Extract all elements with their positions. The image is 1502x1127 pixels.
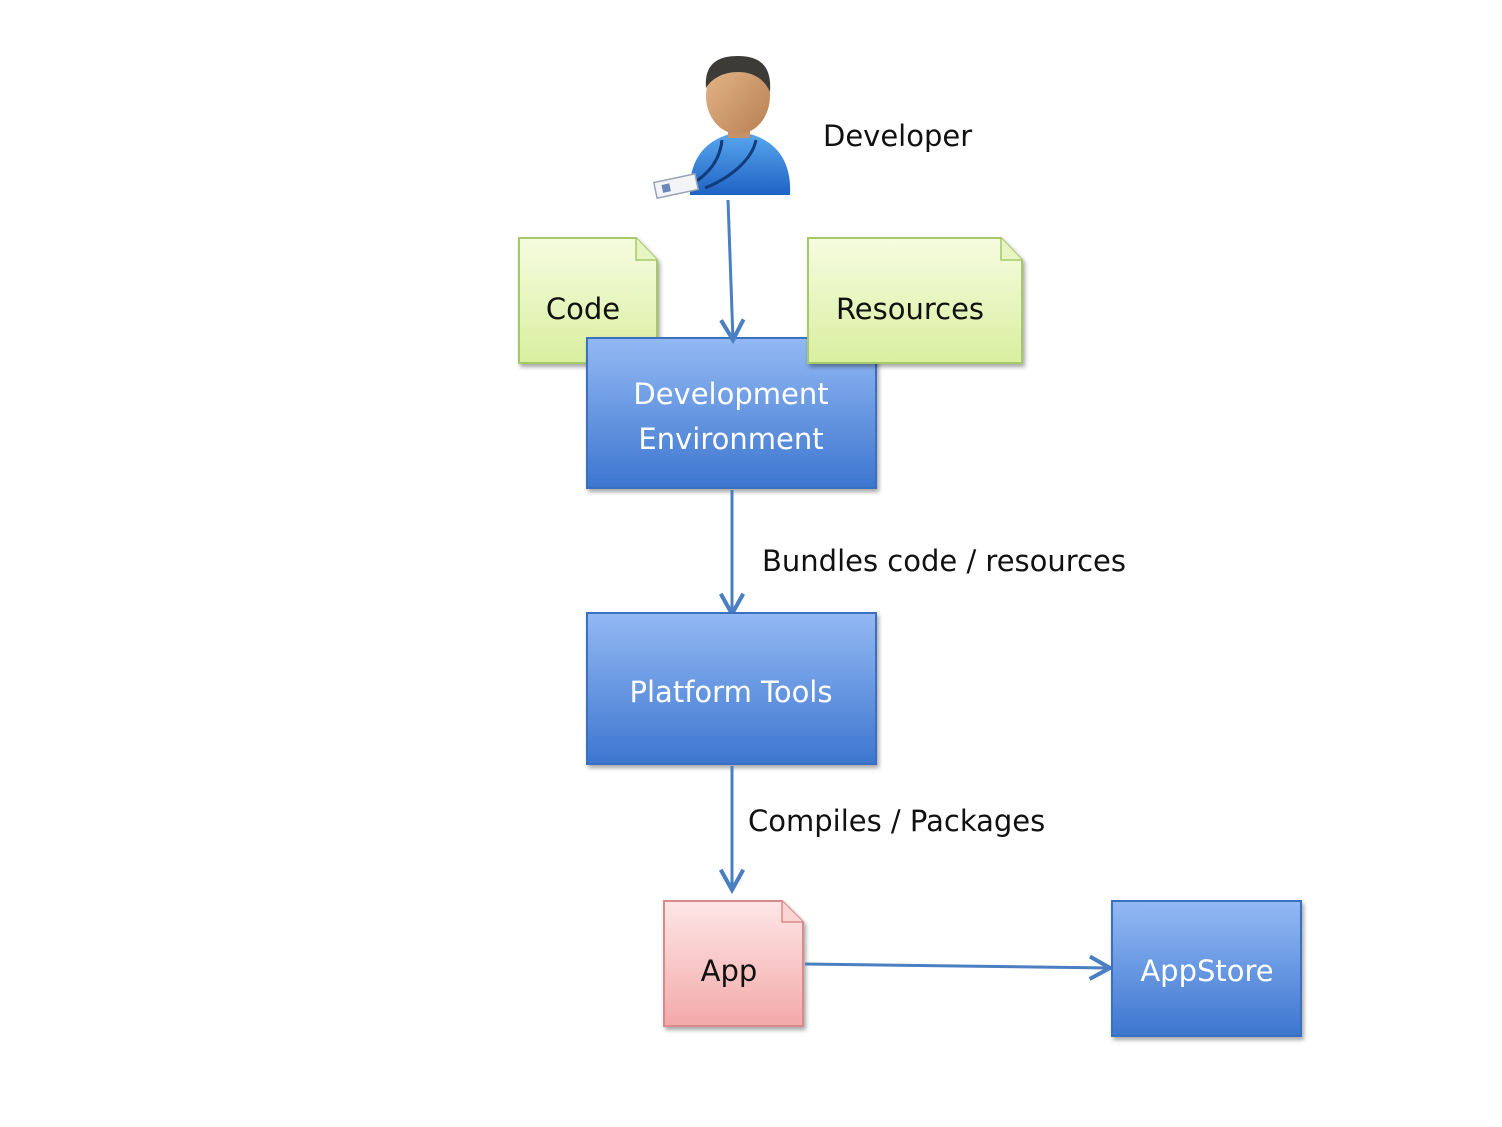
bundles-edge-label: Bundles code / resources <box>762 544 1126 578</box>
app-to-appstore-arrow <box>804 954 1115 981</box>
platform-tools-box <box>586 612 877 765</box>
app-document <box>663 900 804 1027</box>
resources-label: Resources <box>836 292 984 326</box>
compiles-edge-label: Compiles / Packages <box>748 804 1045 838</box>
resources-document <box>807 237 1023 364</box>
developer-to-devenv-arrow <box>719 199 746 345</box>
development-environment-label-line1: Development <box>633 377 828 411</box>
app-label: App <box>701 954 758 988</box>
platform-tools-label: Platform Tools <box>630 675 833 709</box>
appstore-label: AppStore <box>1140 954 1273 988</box>
appstore-box <box>1111 900 1302 1037</box>
developer-person-icon <box>652 56 791 200</box>
developer-label: Developer <box>823 119 972 153</box>
development-environment-label-line2: Environment <box>638 422 823 456</box>
code-document <box>518 237 658 364</box>
code-label: Code <box>546 292 620 326</box>
